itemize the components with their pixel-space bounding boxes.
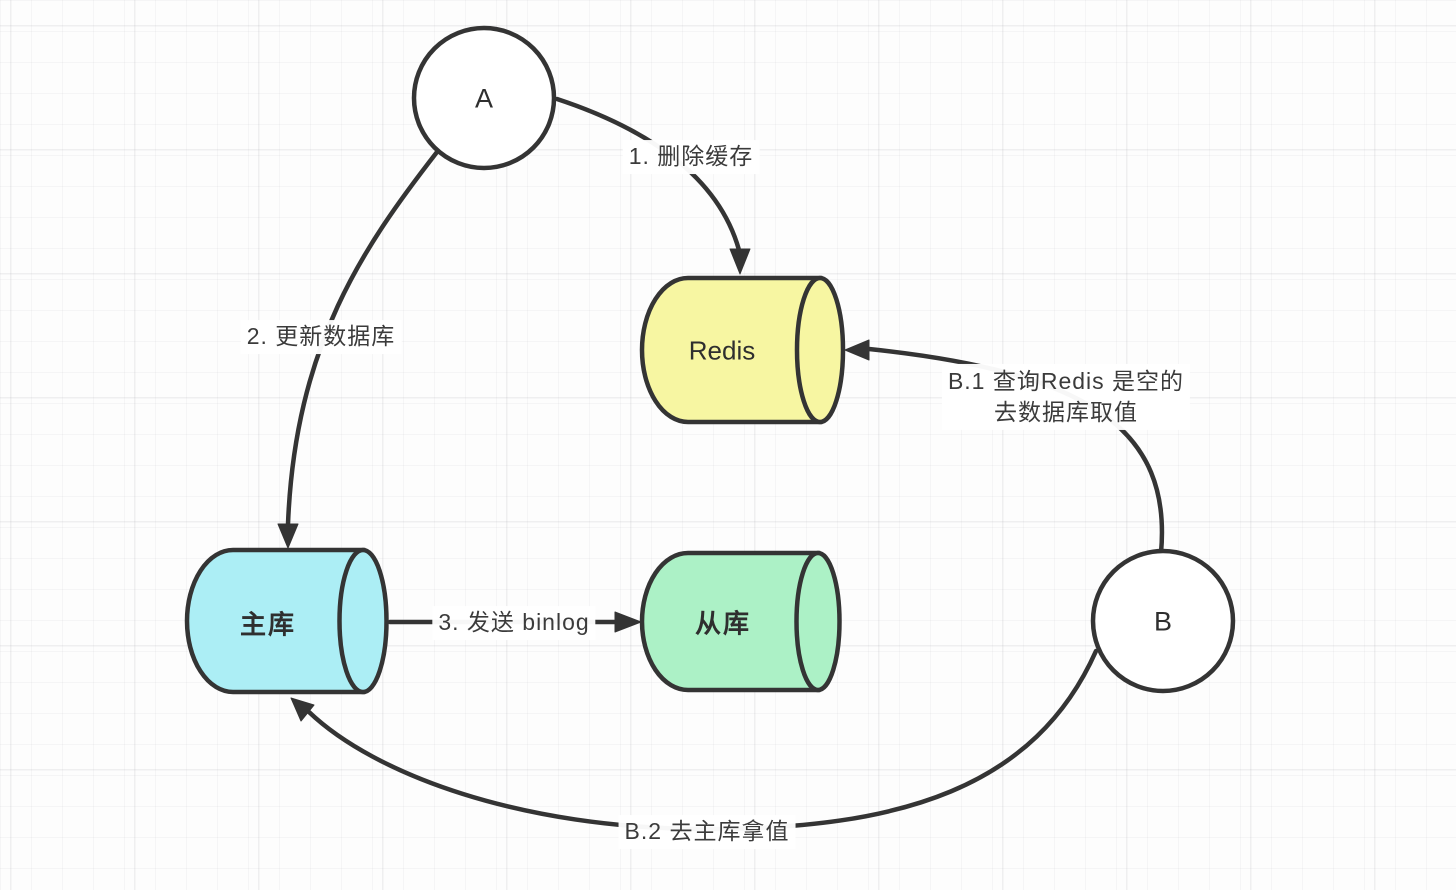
arrow-head: [277, 523, 299, 549]
edge-delete-cache-label: 1. 删除缓存: [622, 140, 760, 174]
cylinder-body: [639, 550, 821, 693]
edge-query-redis-label-line1: B.1 查询Redis 是空的: [947, 367, 1185, 394]
arrow-shaft: [285, 149, 440, 527]
edge-query-redis-label: B.1 查询Redis 是空的 去数据库取值: [941, 363, 1191, 431]
cylinder-cap: [337, 547, 389, 695]
node-redis-cylinder: [639, 275, 846, 425]
cylinder-body: [639, 275, 823, 425]
node-slave-cylinder: [639, 550, 842, 693]
arrow-head: [290, 697, 315, 722]
cylinder-body: [184, 547, 366, 695]
arrow-shaft: [554, 96, 742, 253]
arrow-head: [729, 248, 751, 275]
edge-update-db-label: 2. 更新数据库: [240, 320, 402, 354]
arrow-head: [844, 339, 870, 361]
cylinder-cap: [794, 550, 842, 693]
edge-send-binlog-label: 3. 发送 binlog: [432, 606, 596, 640]
arrow-head: [614, 611, 642, 633]
node-master-cylinder: [184, 547, 389, 695]
node-actor-a-circle: [411, 25, 557, 171]
node-actor-a-label: A: [474, 83, 494, 114]
node-actor-b-circle: [1090, 548, 1236, 694]
edge-update-db: [277, 149, 440, 549]
edge-fetch-master-label: B.2 去主库拿值: [618, 815, 796, 849]
node-actor-b-label: B: [1153, 606, 1173, 637]
node-redis-label: Redis: [688, 335, 756, 366]
node-master-label: 主库: [239, 609, 297, 640]
edge-delete-cache: [554, 96, 751, 275]
edge-query-redis-label-line2: 去数据库取值: [993, 399, 1138, 425]
cylinder-cap: [794, 275, 846, 425]
node-slave-label: 从库: [694, 608, 752, 639]
